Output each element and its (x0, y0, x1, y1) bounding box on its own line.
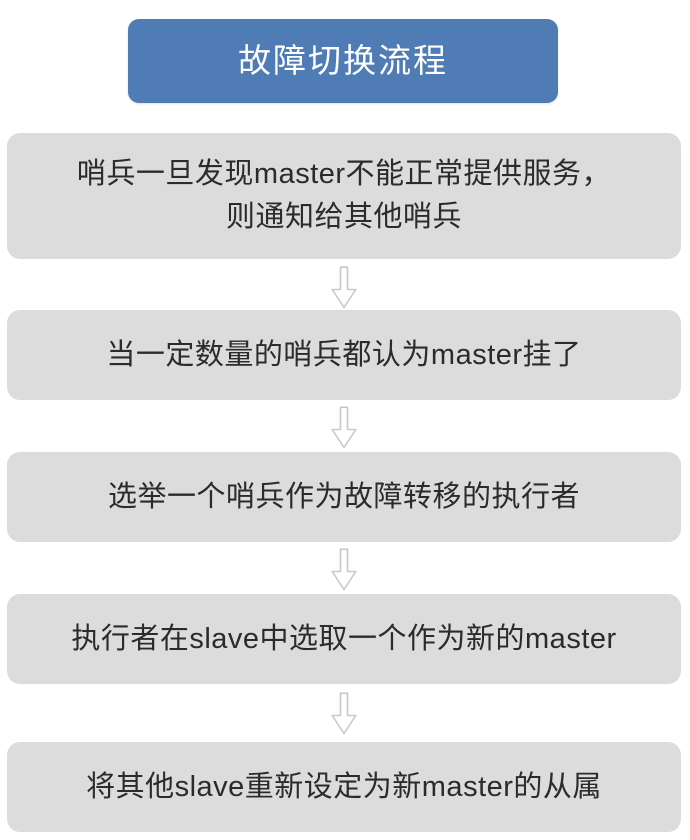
flow-step-2: 当一定数量的哨兵都认为master挂了 (7, 310, 681, 400)
flow-step-3-text: 选举一个哨兵作为故障转移的执行者 (107, 480, 580, 513)
down-arrow-icon-2 (330, 406, 358, 450)
diagram-title-text: 故障切换流程 (238, 41, 448, 79)
flow-step-1: 哨兵一旦发现master不能正常提供服务， 则通知给其他哨兵 (7, 133, 681, 259)
flow-step-5-text: 将其他slave重新设定为新master的从属 (86, 770, 602, 803)
diagram-title-box: 故障切换流程 (128, 19, 558, 103)
flow-step-3: 选举一个哨兵作为故障转移的执行者 (7, 452, 681, 542)
flow-step-4-text: 执行者在slave中选取一个作为新的master (71, 622, 617, 655)
down-arrow-icon-1 (330, 266, 358, 310)
down-arrow-icon-4 (330, 692, 358, 736)
flow-step-1-text: 哨兵一旦发现master不能正常提供服务， 则通知给其他哨兵 (76, 158, 612, 233)
flow-step-2-text: 当一定数量的哨兵都认为master挂了 (106, 338, 582, 371)
flow-step-5: 将其他slave重新设定为新master的从属 (7, 742, 681, 832)
down-arrow-icon-3 (330, 548, 358, 592)
flow-step-4: 执行者在slave中选取一个作为新的master (7, 594, 681, 684)
